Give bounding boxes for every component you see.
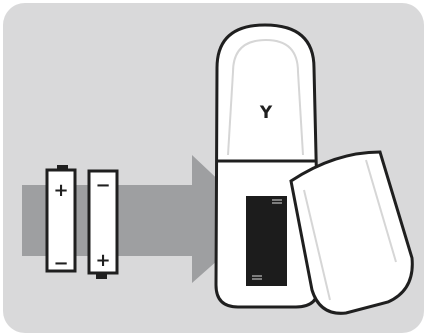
battery-compartment-icon [246,196,287,286]
battery-2-terminal [96,271,107,279]
remote-control-icon: Y [214,23,321,309]
battery-2-body [87,169,119,275]
battery-1-top-symbol: + [53,180,68,201]
remote-inner-contour [232,38,304,156]
insertion-arrow-icon [22,155,262,283]
battery-2-top-symbol: − [95,175,110,196]
battery-1-icon: + − [45,165,77,274]
battery-1-body [45,168,77,273]
remote-body [214,23,321,309]
remote-logo-icon: Y [259,103,273,123]
cover-shape [289,150,414,315]
compartment-cavity [246,196,287,286]
battery-cover-icon [289,150,414,315]
battery-1-bottom-symbol: − [53,253,68,274]
battery-2-bottom-symbol: + [95,250,110,271]
battery-2-icon: − + [87,169,119,279]
